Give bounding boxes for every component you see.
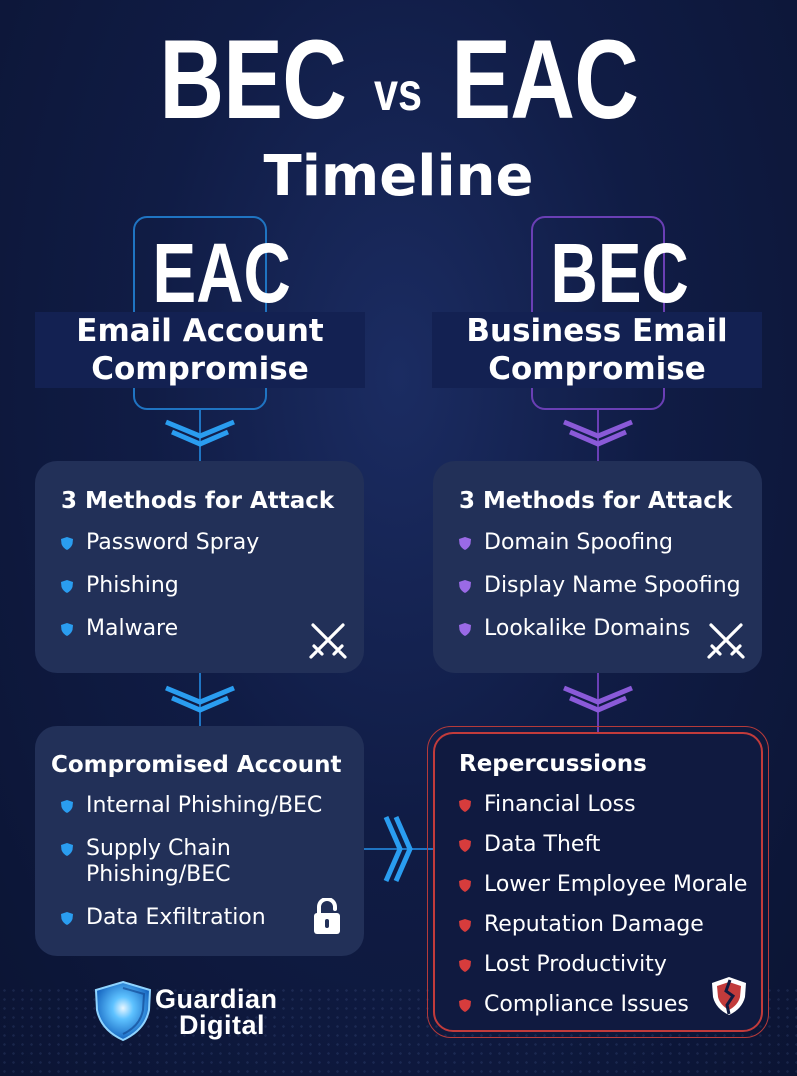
- list-item: Display Name Spoofing: [457, 573, 741, 599]
- list-item: Malware: [59, 616, 259, 642]
- eac-fullname-line2: Compromise: [91, 351, 309, 387]
- list-item: Lookalike Domains: [457, 616, 741, 642]
- eac-methods-list: Password Spray Phishing Malware: [59, 530, 259, 642]
- compromised-heading: Compromised Account: [51, 752, 342, 778]
- repercussions-outer-frame: [427, 726, 769, 1038]
- list-item: Financial Loss: [457, 792, 747, 818]
- list-item: Phishing: [59, 573, 259, 599]
- eac-fullname-line1: Email Account: [76, 313, 324, 349]
- shield-bullet-icon: [61, 800, 73, 813]
- shield-bullet-icon: [459, 999, 471, 1012]
- list-item: Internal Phishing/BEC: [59, 793, 322, 819]
- list-item: Data Exfiltration: [59, 905, 322, 931]
- shield-bullet-icon: [459, 879, 471, 892]
- compromised-account-card: Compromised Account Internal Phishing/BE…: [35, 726, 364, 956]
- shield-bullet-icon: [61, 580, 73, 593]
- bec-chevron-down-icon-1: [563, 419, 633, 447]
- shield-bullet-icon: [61, 912, 73, 925]
- list-item: Password Spray: [59, 530, 259, 556]
- bec-methods-list: Domain Spoofing Display Name Spoofing Lo…: [457, 530, 741, 642]
- crossed-swords-icon: [707, 623, 745, 659]
- bec-fullname-line2: Compromise: [488, 351, 706, 387]
- list-item: Lower Employee Morale: [457, 872, 747, 898]
- list-item: Supply Chain Phishing/BEC: [59, 836, 322, 888]
- list-item: Compliance Issues: [457, 992, 747, 1018]
- repercussions-heading: Repercussions: [459, 751, 647, 777]
- eac-chevron-down-icon-1: [165, 419, 235, 447]
- shield-bullet-icon: [459, 959, 471, 972]
- compromised-list: Internal Phishing/BEC Supply Chain Phish…: [59, 793, 322, 931]
- shield-bullet-icon: [61, 623, 73, 636]
- repercussions-list: Financial Loss Data Theft Lower Employee…: [457, 792, 747, 1018]
- title-eac: EAC: [450, 17, 639, 142]
- eac-fullname: Email Account Compromise: [35, 312, 365, 388]
- bec-fullname-line1: Business Email: [466, 313, 728, 349]
- logo-line1: Guardian: [155, 984, 278, 1014]
- list-item: Reputation Damage: [457, 912, 747, 938]
- chevron-right-icon: [383, 815, 413, 883]
- bec-methods-card: 3 Methods for Attack Domain Spoofing Dis…: [433, 461, 762, 673]
- guardian-digital-wordmark: Guardian Digital: [155, 984, 278, 1040]
- eac-methods-card: 3 Methods for Attack Password Spray Phis…: [35, 461, 364, 673]
- subtitle: Timeline: [263, 144, 534, 209]
- logo-line2: Digital: [179, 1010, 266, 1040]
- unlocked-padlock-icon: [314, 898, 340, 934]
- bec-chevron-down-icon-2: [563, 685, 633, 713]
- shield-bullet-icon: [61, 843, 73, 856]
- title-bec: BEC: [159, 17, 347, 142]
- bec-abbreviation: BEC: [550, 226, 689, 320]
- list-item: Domain Spoofing: [457, 530, 741, 556]
- bec-methods-heading: 3 Methods for Attack: [459, 488, 733, 514]
- list-item: Lost Productivity: [457, 952, 747, 978]
- repercussions-card: Repercussions Financial Loss Data Theft …: [433, 732, 763, 1032]
- eac-methods-heading: 3 Methods for Attack: [61, 488, 335, 514]
- shield-bullet-icon: [459, 919, 471, 932]
- eac-chevron-down-icon-2: [165, 685, 235, 713]
- bec-fullname: Business Email Compromise: [432, 312, 762, 388]
- crossed-swords-icon: [309, 623, 347, 659]
- eac-abbreviation: EAC: [152, 226, 291, 320]
- shield-bullet-icon: [459, 799, 471, 812]
- eac-connector-line-2: [199, 672, 201, 726]
- broken-shield-icon: [712, 977, 746, 1015]
- title-vs: vs: [374, 62, 423, 122]
- list-item: Data Theft: [457, 832, 747, 858]
- main-title: BEC vs EAC: [0, 17, 797, 142]
- shield-bullet-icon: [459, 623, 471, 636]
- shield-bullet-icon: [459, 580, 471, 593]
- shield-bullet-icon: [459, 839, 471, 852]
- guardian-digital-shield-logo: [94, 980, 152, 1042]
- shield-bullet-icon: [61, 537, 73, 550]
- shield-bullet-icon: [459, 537, 471, 550]
